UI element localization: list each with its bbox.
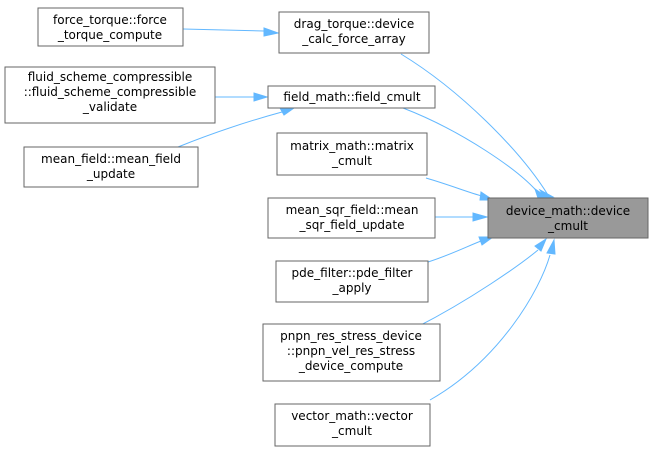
node-mean-sqr-field-mean-sqr-field-update[interactable]: mean_sqr_field::mean _sqr_field_update [267,197,436,239]
node-label-line: field_math::field_cmult [283,90,420,104]
node-label-line: force_torque::force [53,13,167,27]
node-label-line: _cmult [331,154,372,168]
node-label-line: fluid_scheme_compressible [28,70,193,84]
edge-fluid-scheme-to-field-cmult [215,92,269,102]
edge-pde-filter-to-focus [427,236,495,263]
node-label-line: ::fluid_scheme_compressible [24,85,197,99]
node-matrix-math-matrix-cmult[interactable]: matrix_math::matrix _cmult [276,132,428,176]
node-fluid-scheme-compressible-validate[interactable]: fluid_scheme_compressible ::fluid_scheme… [4,66,216,124]
node-label-line: _apply [331,281,371,295]
node-label-line: pde_filter::pde_filter [292,266,413,280]
node-label-line: _update [86,167,135,181]
edge-mean-sqr-field-to-focus [435,212,489,222]
node-label-line: drag_torque::device [294,17,414,31]
node-drag-torque-device-calc-force-array[interactable]: drag_torque::device _calc_force_array [278,11,430,54]
node-mean-field-mean-field-update[interactable]: mean_field::mean_field _update [23,146,199,188]
node-label-line: pnpn_res_stress_device [280,329,422,343]
node-label-line: _calc_force_array [301,32,406,46]
node-label-line: ::pnpn_vel_res_stress [287,344,415,358]
node-label-line: _torque_compute [57,28,162,42]
node-force-torque-force-torque-compute[interactable]: force_torque::force _torque_compute [37,7,184,47]
node-label-line: _device_compute [298,359,403,373]
edges [177,27,556,401]
node-pde-filter-pde-filter-apply[interactable]: pde_filter::pde_filter _apply [275,260,429,303]
node-label-line: mean_sqr_field::mean [286,203,419,217]
node-device-math-device-cmult: device_math::device _cmult [487,197,649,239]
node-label-line: _cmult [331,424,372,438]
node-label-line: _sqr_field_update [299,218,405,232]
edge-drag-torque-to-focus [400,53,555,199]
node-label-line: vector_math::vector [291,409,413,423]
edge-matrix-cmult-to-focus [425,177,495,201]
edge-vector-cmult-to-focus [429,238,556,401]
node-label-line: _validate [82,100,137,114]
node-pnpn-res-stress-device-compute[interactable]: pnpn_res_stress_device ::pnpn_vel_res_st… [262,323,441,382]
node-field-math-field-cmult[interactable]: field_math::field_cmult [267,85,436,109]
edge-pnpn-res-to-focus [416,237,548,328]
nodes: device_math::device _cmult drag_torque::… [4,7,649,447]
node-label-line: mean_field::mean_field [41,152,181,166]
node-label-line: _cmult [547,219,588,233]
node-vector-math-vector-cmult[interactable]: vector_math::vector _cmult [274,403,431,447]
node-label-line: device_math::device [506,204,630,218]
node-label-line: matrix_math::matrix [290,139,414,153]
edge-force-torque-to-drag-torque [182,27,280,37]
